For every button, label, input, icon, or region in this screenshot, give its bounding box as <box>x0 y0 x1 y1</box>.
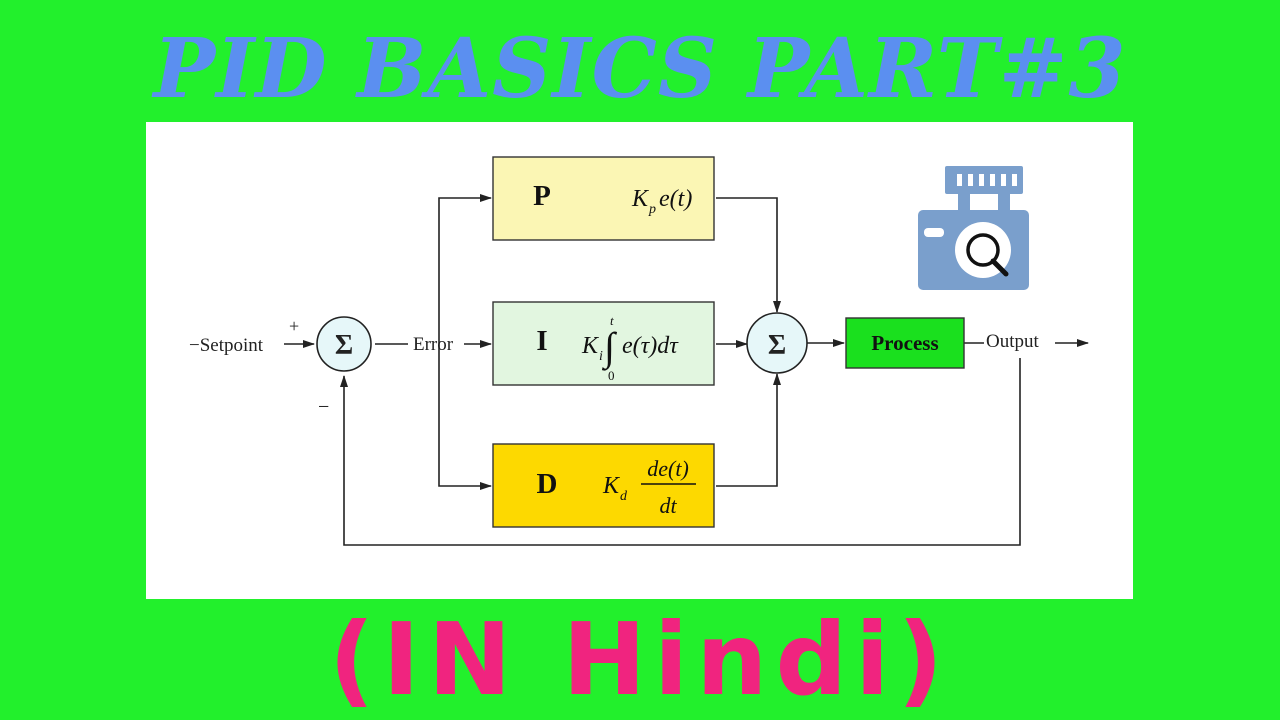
process-label: Process <box>871 331 938 355</box>
pid-diagram-panel: −Setpoint + − Σ Error P K p e(t) I K i t… <box>146 122 1133 599</box>
i-block: I K i t ∫ 0 e(τ)dτ <box>492 301 715 386</box>
p-gain: K <box>631 186 650 212</box>
d-block-letter: D <box>537 468 558 500</box>
error-to-d-arrow <box>438 344 492 490</box>
error-label: Error <box>413 334 454 355</box>
integral-lower-limit: 0 <box>608 368 615 383</box>
p-to-sum2-arrow <box>716 197 781 313</box>
output-label: Output <box>986 331 1040 352</box>
error-to-p-arrow <box>438 194 492 344</box>
plus-sign: + <box>289 316 299 336</box>
i-block-letter: I <box>536 325 547 357</box>
sum-symbol: Σ <box>335 330 353 361</box>
feedback-arrow <box>340 358 1021 546</box>
i-expression: e(τ)dτ <box>622 333 679 359</box>
i-gain-subscript: i <box>599 349 603 364</box>
integral-upper-limit: t <box>610 313 614 328</box>
pid-block-diagram: −Setpoint + − Σ Error P K p e(t) I K i t… <box>189 156 1089 546</box>
d-to-sum2-arrow <box>716 373 781 487</box>
setpoint-label: −Setpoint <box>189 335 264 356</box>
sum-symbol-2: Σ <box>768 330 786 361</box>
subtitle: (IN Hindi) <box>328 601 952 718</box>
summing-junction-1: Σ <box>316 316 372 372</box>
integral-sign: ∫ <box>601 324 618 371</box>
summing-junction-2: Σ <box>746 312 808 374</box>
d-block: D K d de(t) dt <box>492 443 715 528</box>
d-gain-subscript: d <box>620 489 628 504</box>
p-block: P K p e(t) <box>492 156 715 241</box>
minus-sign: − <box>318 396 329 418</box>
process-block: Process <box>845 317 965 369</box>
i-gain: K <box>581 333 600 359</box>
d-gain: K <box>602 473 621 499</box>
p-expression: e(t) <box>659 186 692 212</box>
d-denominator: dt <box>659 493 677 518</box>
d-numerator: de(t) <box>647 456 689 481</box>
p-block-letter: P <box>533 180 551 212</box>
camera-search-icon <box>918 166 1029 290</box>
page-title: PID BASICS PART#3 <box>153 21 1127 117</box>
p-gain-subscript: p <box>648 202 656 217</box>
